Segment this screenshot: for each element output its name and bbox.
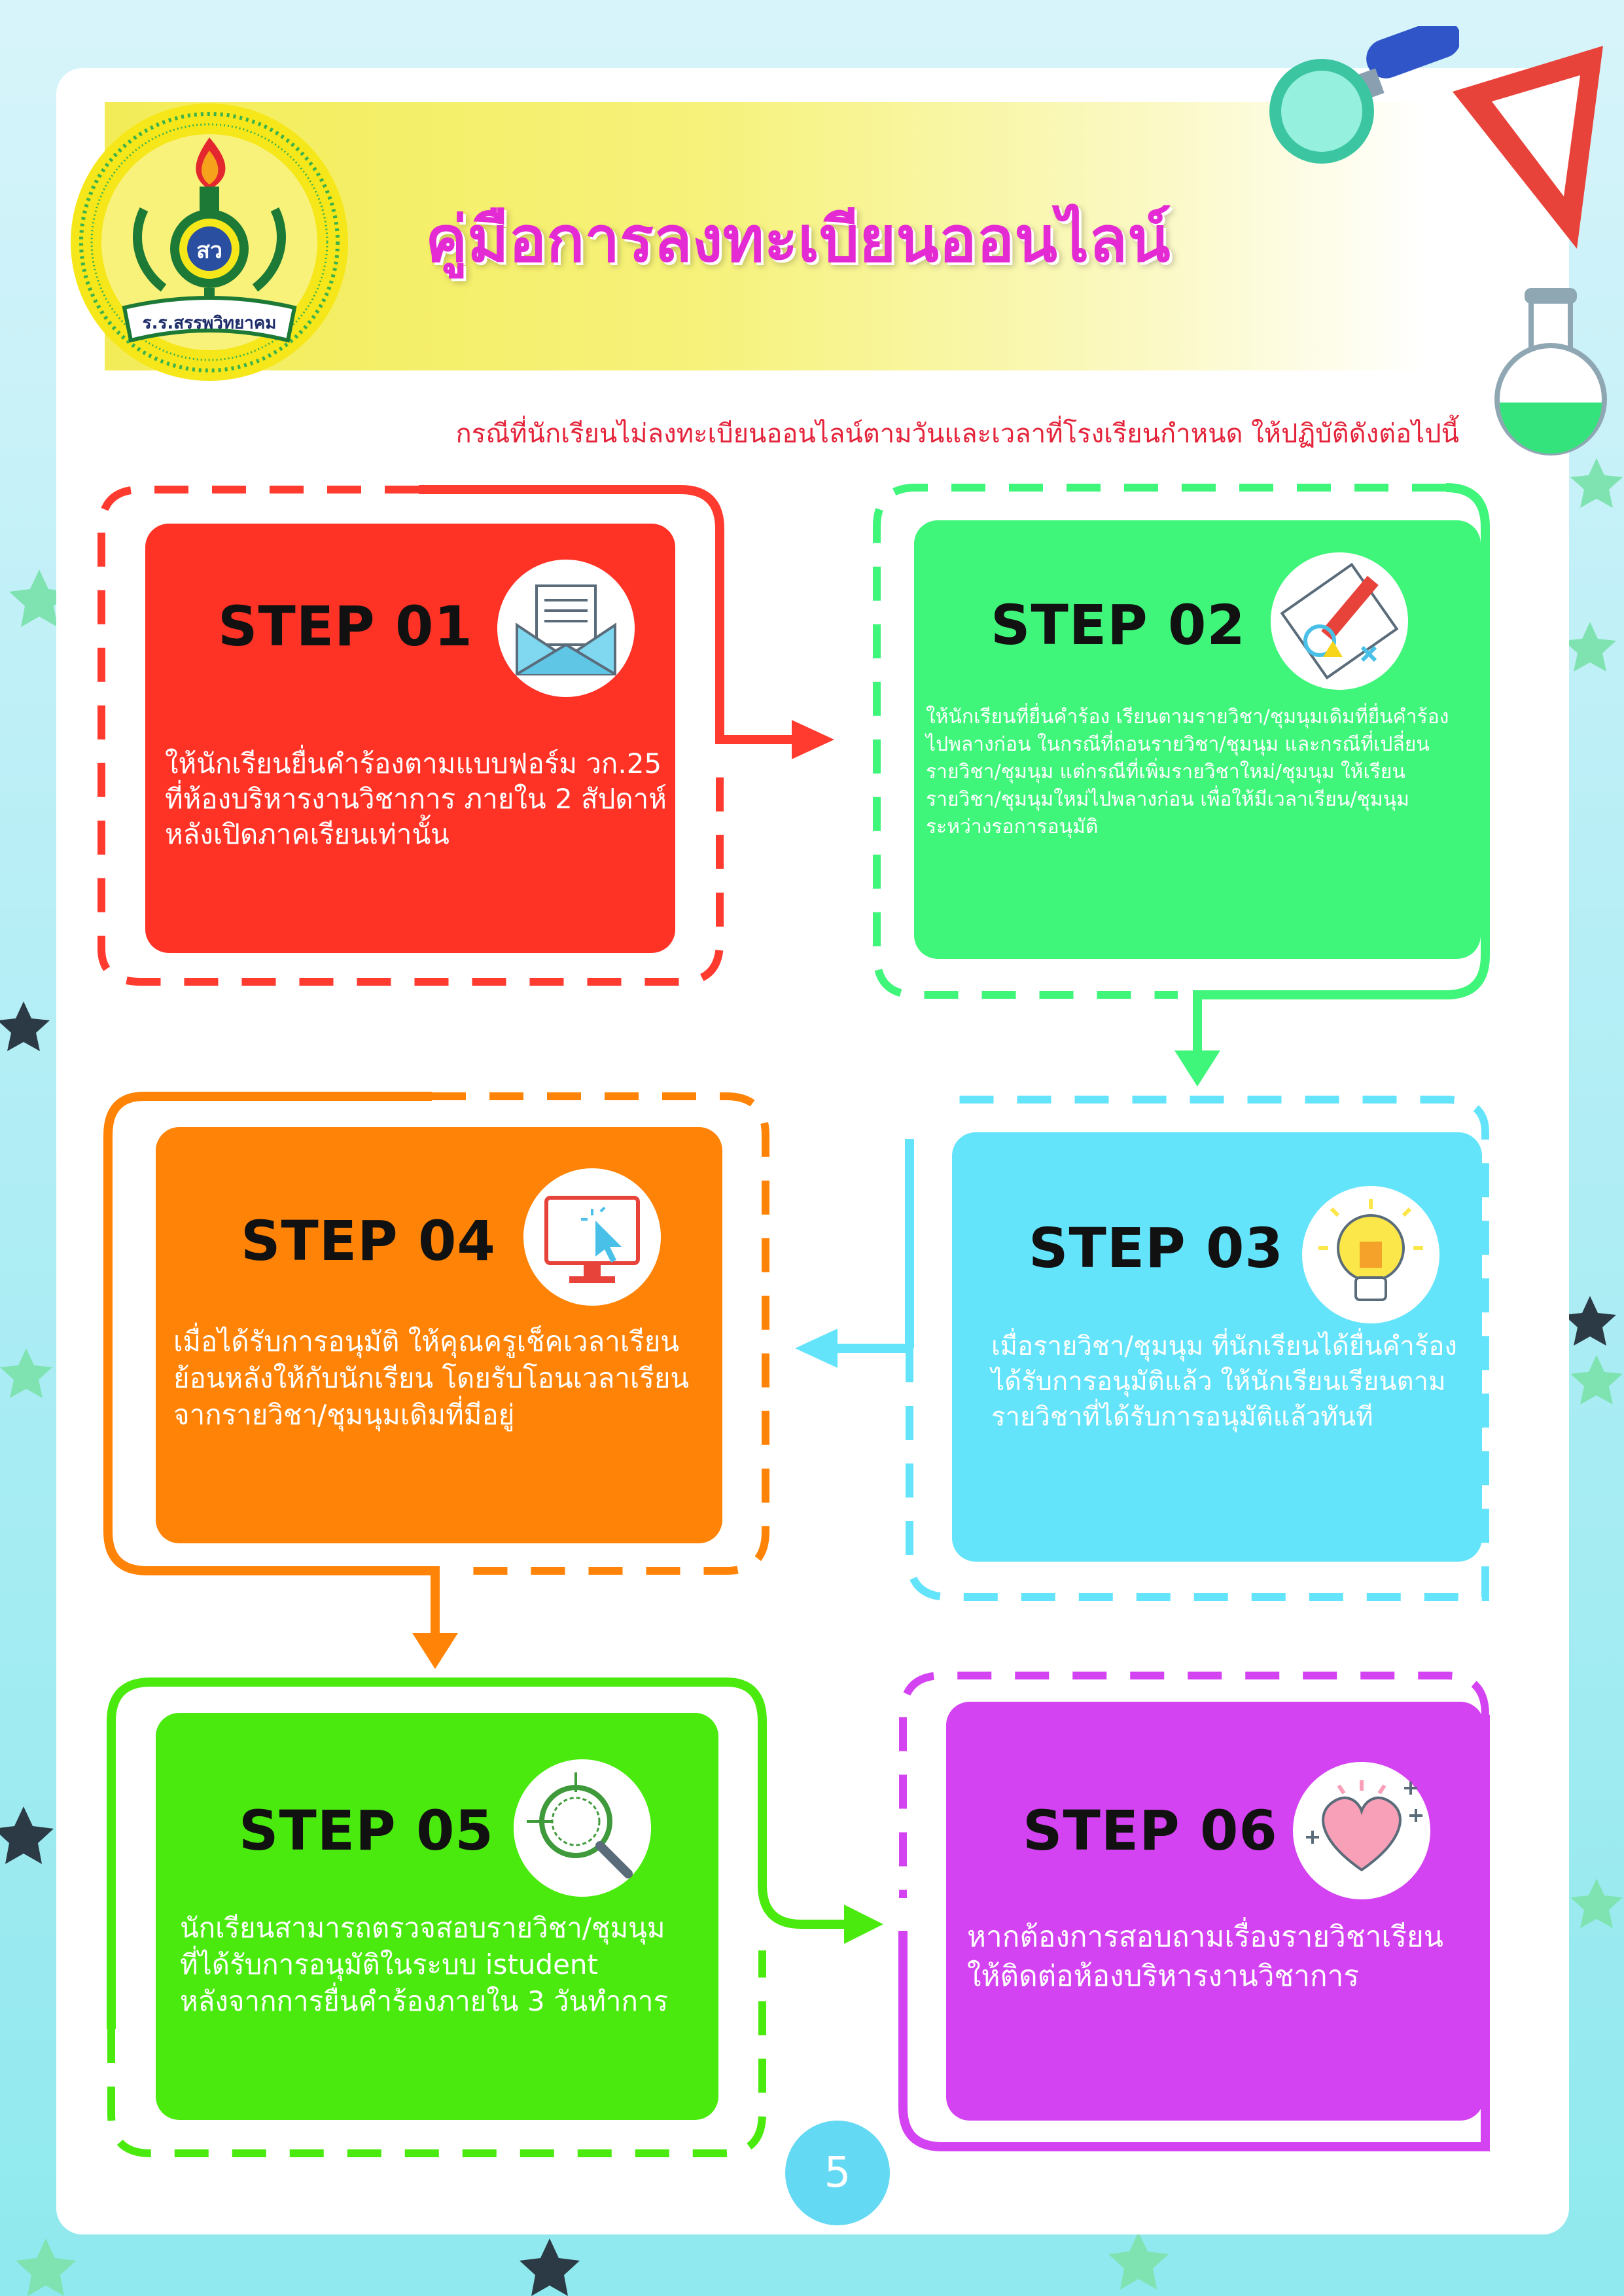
- step-02-line-2: ไปพลางก่อน ในกรณีที่ถอนรายวิชา/ชุมนุม แล…: [926, 733, 1430, 756]
- star-icon: [0, 1348, 52, 1398]
- school-logo: สว ร.ร.สรรพวิทยาคม: [71, 103, 348, 381]
- step-06-line-2: ให้ติดต่อห้องบริหารงานวิชาการ: [967, 1960, 1359, 1993]
- step-02-line-1: ให้นักเรียนที่ยื่นคำร้อง เรียนตามรายวิชา…: [926, 706, 1449, 728]
- step-02-line-3: รายวิชา/ชุมนุม แต่กรณีที่เพิ่มรายวิชาใหม…: [926, 761, 1405, 783]
- step-01-line-2: ที่ห้องบริหารงานวิชาการ ภายใน 2 สัปดาห์: [165, 783, 667, 815]
- triangle-ruler-icon: [1453, 46, 1603, 249]
- svg-text:ร.ร.สรรพวิทยาคม: ร.ร.สรรพวิทยาคม: [143, 314, 277, 333]
- step-05-icon-circle: [514, 1759, 651, 1897]
- step-02-text: ให้นักเรียนที่ยื่นคำร้อง เรียนตามรายวิชา…: [926, 704, 1449, 841]
- heart-icon: [1306, 1780, 1422, 1872]
- magnifier-icon: [527, 1772, 633, 1878]
- drawing-icon: [1280, 562, 1399, 680]
- star-icon: [0, 1001, 50, 1051]
- step-02-line-4: รายวิชา/ชุมนุมใหม่ไปพลางก่อน เพื่อให้มีเ…: [926, 788, 1409, 811]
- step-01-icon-circle: [497, 560, 635, 697]
- step-02-icon-circle: [1271, 552, 1408, 690]
- lightbulb-icon: [1318, 1199, 1423, 1301]
- step-03-line-1: เมื่อรายวิชา/ชุมนุม ที่นักเรียนได้ยื่นคำ…: [991, 1331, 1457, 1361]
- star-icon: [9, 569, 69, 627]
- star-icon: [0, 1806, 54, 1864]
- step-02-line-5: ระหว่างรอการอนุมัติ: [926, 816, 1099, 838]
- magnifier-decoration-icon: [1269, 26, 1459, 164]
- step-03-icon-circle: [1302, 1186, 1439, 1323]
- star-icon: [16, 2238, 76, 2296]
- step-03-line-3: รายวิชาที่ได้รับการอนุมัติแล้วทันที: [991, 1402, 1373, 1432]
- envelope-icon: [516, 584, 616, 675]
- page-title: คู่มือการลงทะเบียนออนไลน์: [425, 203, 1171, 276]
- step-01-line-1: ให้นักเรียนยื่นคำร้องตามแบบฟอร์ม วก.25: [165, 747, 662, 780]
- star-icon: [1570, 458, 1623, 508]
- step-04-line-3: จากรายวิชา/ชุมนุมเดิมที่มีอยู่: [173, 1399, 515, 1431]
- step-03-title: STEP 03: [1029, 1216, 1284, 1280]
- star-icon: [1570, 1878, 1623, 1928]
- step-04-line-2: ย้อนหลังให้กับนักเรียน โดยรับโอนเวลาเรีย…: [173, 1362, 690, 1394]
- svg-text:สว: สว: [196, 238, 222, 264]
- step-05-text: นักเรียนสามารถตรวจสอบรายวิชา/ชุมนุม ที่ไ…: [180, 1910, 668, 2020]
- step-05-line-1: นักเรียนสามารถตรวจสอบรายวิชา/ชุมนุม: [180, 1912, 665, 1944]
- step-05-title: STEP 05: [239, 1799, 494, 1863]
- step-01-title: STEP 01: [218, 594, 473, 658]
- star-icon: [1564, 622, 1616, 672]
- step-06-line-1: หากต้องการสอบถามเรื่องรายวิชาเรียน: [967, 1920, 1443, 1954]
- step-06-title: STEP 06: [1023, 1799, 1278, 1863]
- step-06-text: หากต้องการสอบถามเรื่องรายวิชาเรียน ให้ติ…: [967, 1918, 1443, 1996]
- star-icon: [1108, 2232, 1169, 2289]
- step-05-line-3: หลังจากการยื่นคำร้องภายใน 3 วันทำการ: [180, 1985, 669, 2017]
- page-subtitle: กรณีที่นักเรียนไม่ลงทะเบียนออนไลน์ตามวัน…: [455, 419, 1459, 449]
- step-03-text: เมื่อรายวิชา/ชุมนุม ที่นักเรียนได้ยื่นคำ…: [991, 1329, 1457, 1435]
- step-01-text: ให้นักเรียนยื่นคำร้องตามแบบฟอร์ม วก.25 ท…: [165, 746, 667, 852]
- monitor-cursor-icon: [544, 1196, 640, 1283]
- star-icon: [1570, 1355, 1623, 1405]
- step-04-title: STEP 04: [241, 1209, 496, 1273]
- step-03-line-2: ได้รับการอนุมัติแล้ว ให้นักเรียนเรียนตาม: [991, 1367, 1446, 1397]
- flask-icon: [1494, 288, 1607, 456]
- step-04-text: เมื่อได้รับการอนุมัติ ให้คุณครูเช็คเวลาเ…: [173, 1323, 689, 1433]
- step-04-line-1: เมื่อได้รับการอนุมัติ ให้คุณครูเช็คเวลาเ…: [173, 1325, 680, 1357]
- step-02-title: STEP 02: [991, 593, 1246, 657]
- star-icon: [520, 2238, 580, 2296]
- step-06-icon-circle: [1293, 1762, 1430, 1899]
- step-04-icon-circle: [523, 1168, 661, 1306]
- star-icon: [1564, 1296, 1616, 1346]
- step-05-line-2: ที่ได้รับการอนุมัติในระบบ istudent: [180, 1948, 599, 1981]
- page-number: 5: [785, 2121, 890, 2225]
- step-01-line-3: หลังเปิดภาคเรียนเท่านั้น: [165, 818, 450, 850]
